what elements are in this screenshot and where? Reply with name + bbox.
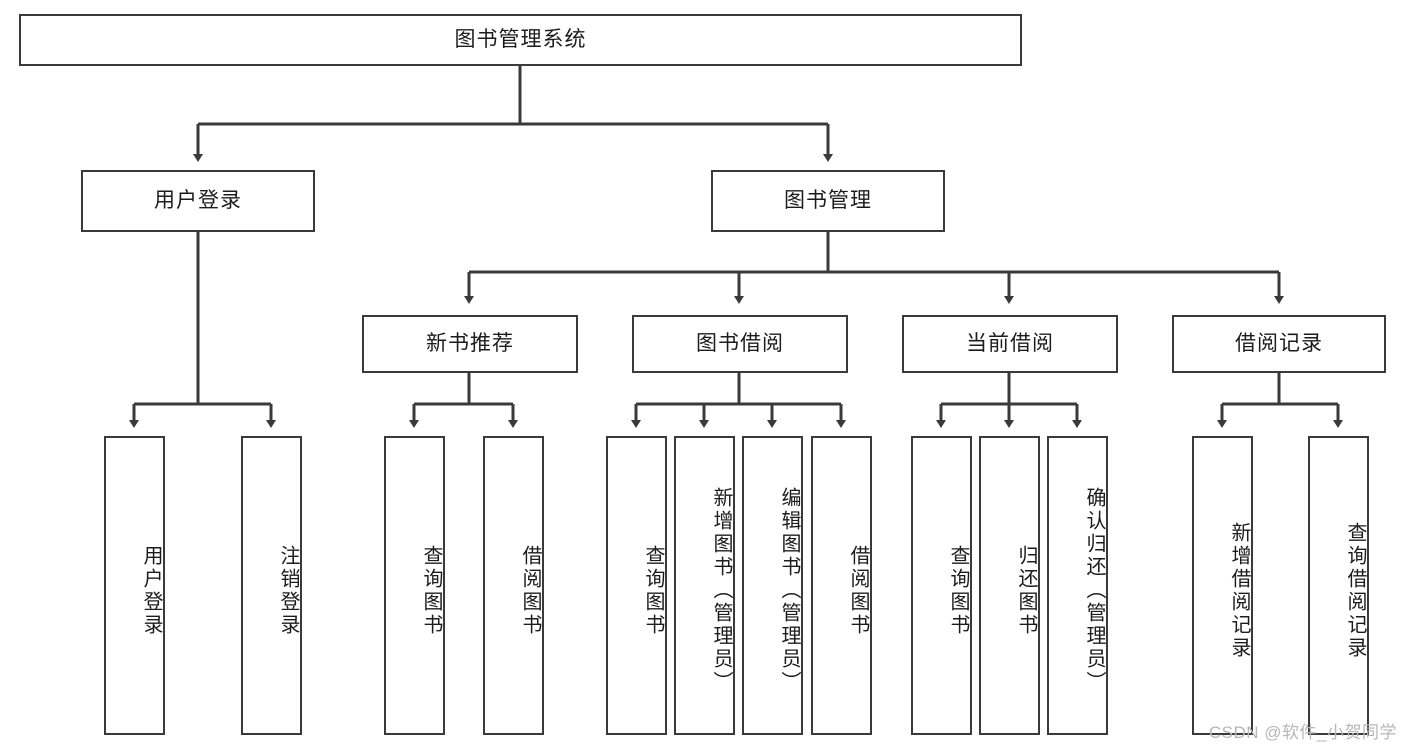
node-borrow-record-label: 借阅记录 xyxy=(1235,332,1323,356)
leaf-confirm-return[interactable]: 确认归还（管理员） xyxy=(1047,436,1108,735)
node-user-login[interactable]: 用户登录 xyxy=(81,170,315,232)
node-root-label: 图书管理系统 xyxy=(454,28,587,52)
leaf-return-book-label: 归还图书 xyxy=(1015,544,1037,637)
leaf-borrow-book-2[interactable]: 借阅图书 xyxy=(811,436,872,735)
node-root[interactable]: 图书管理系统 xyxy=(19,14,1022,66)
leaf-add-book[interactable]: 新增图书（管理员） xyxy=(674,436,735,735)
node-book-borrow-label: 图书借阅 xyxy=(696,332,784,356)
node-current-borrow[interactable]: 当前借阅 xyxy=(902,315,1118,373)
node-borrow-record[interactable]: 借阅记录 xyxy=(1172,315,1386,373)
leaf-user-login-label: 用户登录 xyxy=(140,544,162,637)
leaf-query-book-1-label: 查询图书 xyxy=(420,544,442,637)
leaf-query-book-2-label: 查询图书 xyxy=(642,544,664,637)
leaf-borrow-book-2-label: 借阅图书 xyxy=(847,544,869,637)
leaf-edit-book-label: 编辑图书（管理员） xyxy=(778,487,800,694)
leaf-add-borrow-record-label: 新增借阅记录 xyxy=(1228,521,1250,660)
node-book-manage-label: 图书管理 xyxy=(784,189,872,213)
node-new-book-recommend[interactable]: 新书推荐 xyxy=(362,315,578,373)
leaf-query-book-2[interactable]: 查询图书 xyxy=(606,436,667,735)
leaf-query-book-3-label: 查询图书 xyxy=(947,544,969,637)
leaf-confirm-return-label: 确认归还（管理员） xyxy=(1083,487,1105,694)
leaf-add-borrow-record[interactable]: 新增借阅记录 xyxy=(1192,436,1253,735)
leaf-add-book-label: 新增图书（管理员） xyxy=(710,487,732,694)
node-book-borrow[interactable]: 图书借阅 xyxy=(632,315,848,373)
leaf-query-borrow-record-label: 查询借阅记录 xyxy=(1344,521,1366,660)
csdn-watermark: CSDN @软件_小贺同学 xyxy=(1208,723,1397,742)
leaf-query-book-1[interactable]: 查询图书 xyxy=(384,436,445,735)
leaf-logout-login[interactable]: 注销登录 xyxy=(241,436,302,735)
leaf-borrow-book-1-label: 借阅图书 xyxy=(519,544,541,637)
node-new-book-recommend-label: 新书推荐 xyxy=(426,332,514,356)
node-book-manage[interactable]: 图书管理 xyxy=(711,170,945,232)
leaf-edit-book[interactable]: 编辑图书（管理员） xyxy=(742,436,803,735)
leaf-return-book[interactable]: 归还图书 xyxy=(979,436,1040,735)
leaf-borrow-book-1[interactable]: 借阅图书 xyxy=(483,436,544,735)
leaf-user-login[interactable]: 用户登录 xyxy=(104,436,165,735)
leaf-query-book-3[interactable]: 查询图书 xyxy=(911,436,972,735)
leaf-logout-login-label: 注销登录 xyxy=(277,544,299,637)
leaf-query-borrow-record[interactable]: 查询借阅记录 xyxy=(1308,436,1369,735)
node-user-login-label: 用户登录 xyxy=(154,189,242,213)
node-current-borrow-label: 当前借阅 xyxy=(966,332,1054,356)
